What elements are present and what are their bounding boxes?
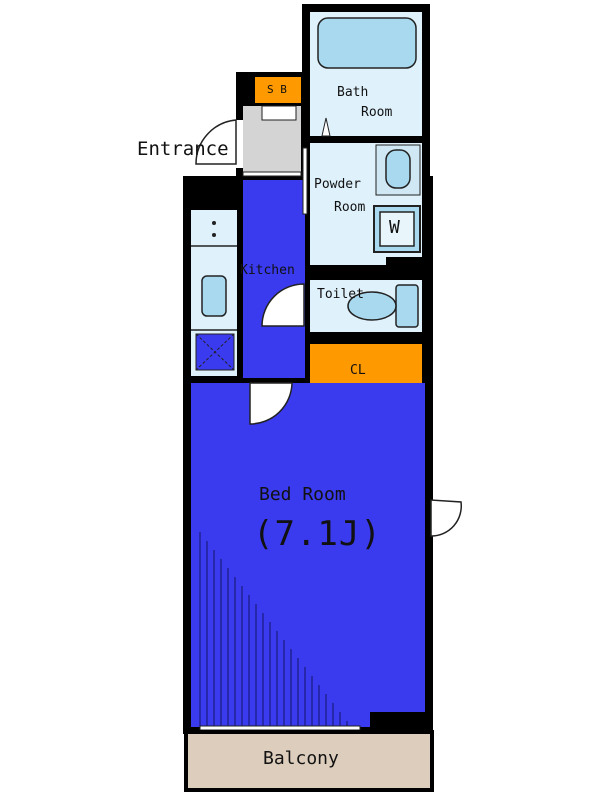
entrance-step bbox=[242, 171, 302, 177]
entrance-label: Entrance bbox=[137, 138, 229, 160]
bedroom-label: Bed Room bbox=[259, 484, 346, 505]
bath-room-label-line1: Bath bbox=[337, 85, 369, 100]
bath-room-label-line2: Room bbox=[361, 105, 393, 120]
kitchen-door-swing bbox=[261, 283, 305, 327]
powder-room-label-line1: Powder bbox=[314, 177, 361, 192]
stove-burner-1 bbox=[212, 221, 216, 225]
toilet-bowl bbox=[347, 291, 397, 321]
bathtub bbox=[317, 17, 417, 69]
stove-burner-2 bbox=[212, 233, 216, 237]
toilet-tank bbox=[395, 284, 419, 328]
shoe-box-swing bbox=[261, 106, 297, 121]
bedroom-floor bbox=[191, 383, 425, 727]
side-door-swing bbox=[430, 499, 463, 537]
entrance-door-opening bbox=[233, 120, 243, 168]
powder-room-label-line2: Room bbox=[334, 200, 366, 215]
balcony-label: Balcony bbox=[263, 748, 339, 769]
fridge-cross bbox=[195, 333, 235, 371]
kitchen-sink bbox=[201, 275, 227, 317]
powder-wall-stub bbox=[386, 257, 422, 273]
balcony-window-frame bbox=[199, 725, 361, 731]
bedroom-size-label: (7.1J) bbox=[253, 514, 382, 554]
powder-door-rail bbox=[302, 147, 308, 215]
kitchen-label: Kitchen bbox=[240, 263, 295, 278]
window-hatching bbox=[199, 532, 348, 726]
bedroom-door-swing bbox=[249, 382, 293, 425]
bedroom-corner-wall bbox=[370, 712, 426, 728]
entrance-door-swing bbox=[195, 119, 237, 165]
shoe-box-label: S B bbox=[267, 83, 287, 96]
toilet-label: Toilet bbox=[317, 287, 364, 302]
kitchen-floor bbox=[243, 180, 305, 378]
shoe-box-door bbox=[261, 105, 297, 121]
sink-basin bbox=[385, 149, 411, 189]
shoe-box bbox=[255, 77, 301, 103]
washer-label: W bbox=[389, 217, 400, 238]
balcony-floor bbox=[184, 730, 434, 792]
bath-door-mark bbox=[321, 117, 331, 137]
closet-label: CL bbox=[350, 363, 366, 378]
washer-inner bbox=[379, 211, 415, 247]
